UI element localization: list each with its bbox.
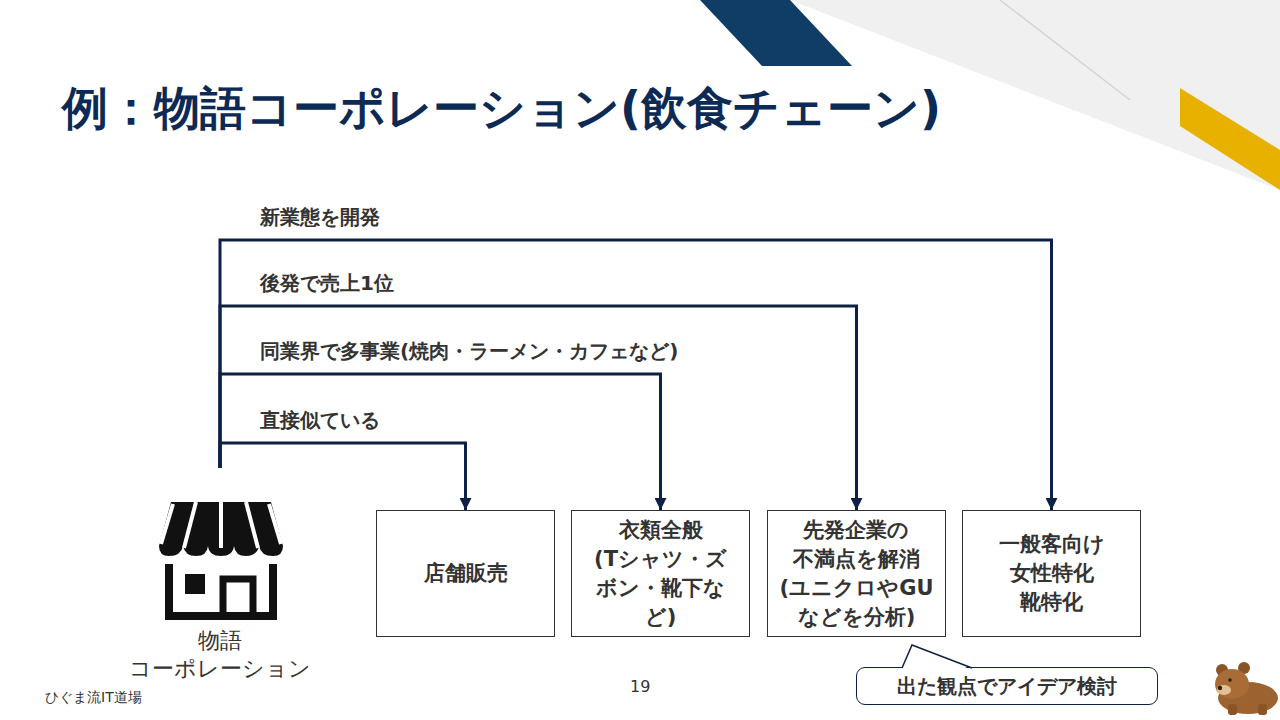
text-line: 先発企業の — [780, 516, 934, 545]
bear-body — [1218, 682, 1278, 714]
text-line: などを分析) — [780, 603, 934, 632]
text-line: 衣類全般 — [591, 516, 731, 545]
process-box: 衣類全般 (Tシャツ・ズボン・靴下など) — [571, 510, 750, 637]
store-icon — [157, 502, 285, 620]
text-line: 靴特化 — [999, 588, 1105, 617]
bear-leg — [1258, 704, 1267, 715]
node-text: 物語 コーポレーション — [129, 627, 311, 683]
gold-band — [1180, 88, 1280, 190]
edge-label: 後発で売上1位 — [260, 270, 394, 296]
text-line: (Tシャツ・ズボン・靴下など) — [591, 545, 731, 632]
node-text: 店舗販売 — [424, 559, 508, 588]
slide-title: 例：物語コーポレーション(飲食チェーン) — [62, 76, 941, 140]
bear-leg — [1228, 704, 1237, 715]
text-line: コーポレーション — [129, 655, 311, 683]
page-number: 19 — [630, 677, 650, 696]
navy-band — [700, 0, 852, 66]
process-box: 店舗販売 — [376, 510, 555, 637]
callout-tail — [902, 645, 972, 668]
bear-snout — [1217, 685, 1231, 695]
bear-mascot — [1215, 662, 1278, 715]
text-line: (ユニクロやGU — [780, 574, 934, 603]
edge-label: 同業界で多事業(焼肉・ラーメン・カフェなど) — [260, 338, 678, 364]
connector — [220, 443, 466, 510]
node-text: 衣類全般 (Tシャツ・ズボン・靴下など) — [591, 516, 731, 632]
text-line: 物語 — [129, 627, 311, 655]
bear-eye — [1228, 678, 1232, 682]
bear-nose — [1218, 686, 1222, 690]
company-node: 物語 コーポレーション — [120, 468, 320, 683]
bear-ear — [1238, 662, 1250, 674]
node-text: 一般客向け 女性特化 靴特化 — [999, 530, 1105, 617]
connector — [220, 240, 1052, 510]
text-line: 一般客向け — [999, 530, 1105, 559]
footer-text: ひぐま流IT道場 — [45, 689, 142, 707]
edge-label: 新業態を開発 — [260, 204, 380, 230]
bear-ear — [1216, 664, 1228, 676]
text-line: 女性特化 — [999, 559, 1105, 588]
text-line: 店舗販売 — [424, 559, 508, 588]
bear-head — [1215, 669, 1249, 699]
connector — [220, 306, 857, 510]
text-line: 出た観点でアイデア検討 — [897, 674, 1117, 698]
thin-line — [1000, 0, 1130, 100]
text-line: 不満点を解消 — [780, 545, 934, 574]
node-text: 先発企業の 不満点を解消 (ユニクロやGU などを分析) — [780, 516, 934, 632]
edge-label: 直接似ている — [260, 407, 380, 433]
connector — [220, 374, 661, 510]
process-box: 先発企業の 不満点を解消 (ユニクロやGU などを分析) — [767, 510, 946, 637]
node-text: 出た観点でアイデア検討 — [897, 674, 1117, 698]
callout-box: 出た観点でアイデア検討 — [856, 667, 1158, 705]
process-box: 一般客向け 女性特化 靴特化 — [962, 510, 1141, 637]
